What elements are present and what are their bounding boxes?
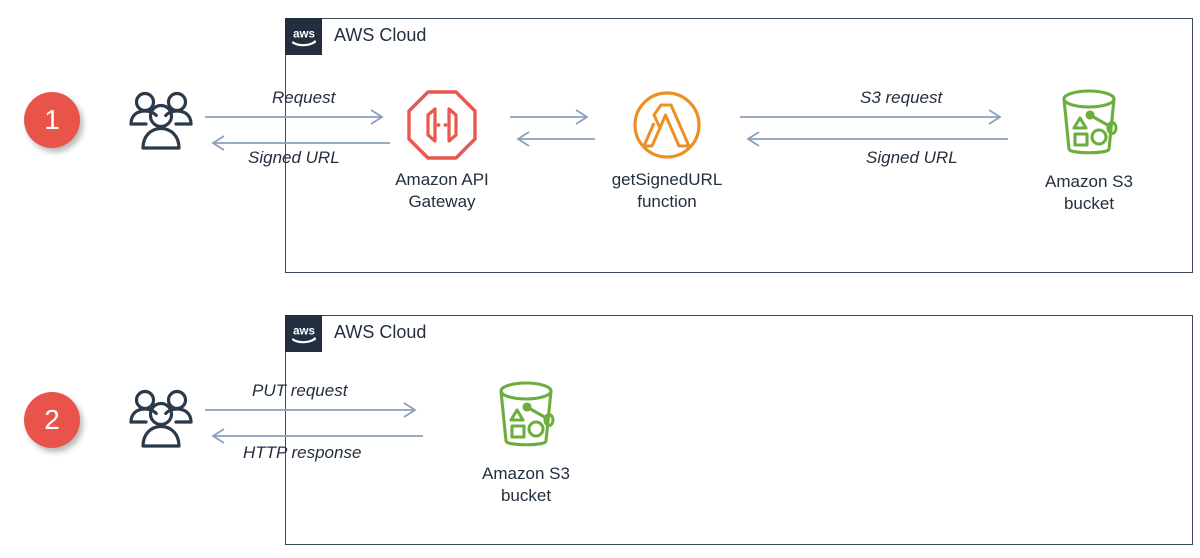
amazon-s3-bucket-icon bbox=[499, 381, 555, 447]
arrow-lambda-to-s3 bbox=[740, 109, 1008, 147]
node-label-lambda: getSignedURL function bbox=[611, 170, 723, 211]
arrow-label-http-response: HTTP response bbox=[243, 443, 362, 462]
step-badge-2: 2 bbox=[24, 392, 80, 448]
aws-cloud-panel-1: aws AWS Cloud bbox=[285, 18, 1193, 273]
node-label-api-gateway: Amazon API Gateway bbox=[395, 170, 489, 211]
arrow-users-to-apigw bbox=[205, 109, 390, 151]
arrow-label-s3-request: S3 request bbox=[860, 88, 943, 107]
aws-cloud-panel-2: aws AWS Cloud bbox=[285, 315, 1193, 545]
aws-logo-graphic: aws bbox=[291, 325, 316, 343]
aws-logo-graphic: aws bbox=[291, 28, 316, 46]
node-getsignedurl-function: getSignedURL function bbox=[592, 88, 742, 212]
node-label-s3-2: Amazon S3 bucket bbox=[482, 464, 570, 505]
svg-text:aws: aws bbox=[293, 325, 315, 337]
users-icon bbox=[125, 90, 197, 159]
aws-lambda-icon bbox=[633, 91, 701, 159]
arrow-label-request: Request bbox=[272, 88, 336, 107]
node-amazon-api-gateway: Amazon API Gateway bbox=[372, 88, 512, 212]
panel-2-title: AWS Cloud bbox=[334, 322, 427, 342]
arrow-apigw-to-lambda bbox=[510, 109, 595, 147]
users-icon-graphic bbox=[129, 389, 193, 448]
node-label-s3-1: Amazon S3 bucket bbox=[1045, 172, 1133, 213]
users-icon bbox=[125, 388, 197, 457]
step-badge-1-number: 1 bbox=[44, 104, 60, 135]
amazon-api-gateway-icon bbox=[407, 90, 477, 160]
step-badge-2-number: 2 bbox=[44, 404, 60, 435]
step-badge-1: 1 bbox=[24, 92, 80, 148]
node-amazon-s3-bucket-1: Amazon S3 bucket bbox=[1010, 86, 1168, 214]
arrow-label-signed-url-1: Signed URL bbox=[248, 148, 340, 167]
arrow-label-put-request: PUT request bbox=[252, 381, 348, 400]
panel-1-title: AWS Cloud bbox=[334, 25, 427, 45]
arrow-users-to-s3 bbox=[205, 402, 423, 444]
node-amazon-s3-bucket-2: Amazon S3 bucket bbox=[447, 378, 605, 506]
amazon-s3-bucket-icon bbox=[1062, 89, 1118, 155]
svg-text:aws: aws bbox=[293, 28, 315, 40]
aws-logo-icon: aws bbox=[285, 18, 322, 55]
arrow-label-signed-url-2: Signed URL bbox=[866, 148, 958, 167]
aws-logo-icon: aws bbox=[285, 315, 322, 352]
users-icon-graphic bbox=[129, 91, 193, 150]
